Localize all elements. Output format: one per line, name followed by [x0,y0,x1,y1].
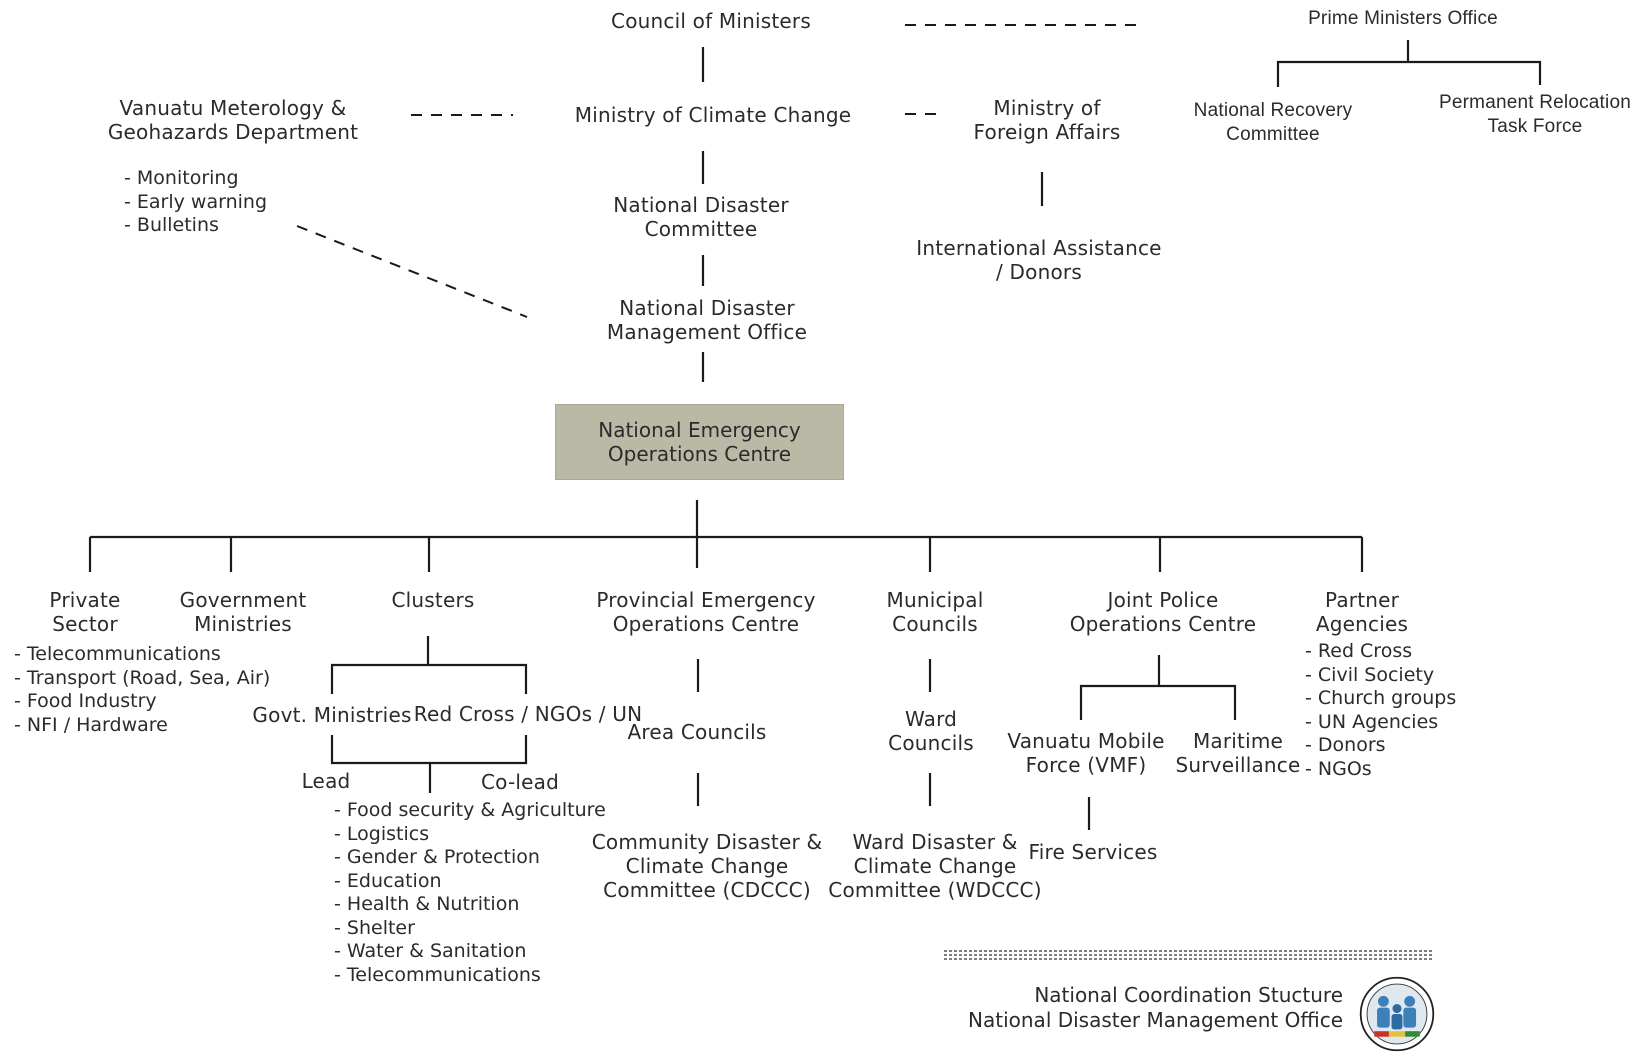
vmgd-functions-list: Monitoring Early warning Bulletins [124,167,267,238]
list-item: NGOs [1305,758,1456,782]
list-item: Gender & Protection [334,846,606,870]
list-item: Food Industry [14,690,270,714]
govt-ministries: Govt. Ministries [252,703,412,727]
red-cross-ngos-un: Red Cross / NGOs / UN [413,702,643,726]
lead: Lead [301,769,351,793]
co-lead: Co-lead [480,770,560,794]
list-item: Monitoring [124,167,267,191]
bracket-pmo [1276,60,1542,87]
prime-ministers-office: Prime Ministers Office [1308,8,1498,29]
private-sector-list: Telecommunications Transport (Road, Sea,… [14,643,270,737]
list-item: Church groups [1305,687,1456,711]
list-item: NFI / Hardware [14,714,270,738]
international-assistance-donors: International Assistance/ Donors [916,236,1162,284]
bracket-clusters-bottom [330,735,528,765]
list-item: Health & Nutrition [334,893,606,917]
area-councils: Area Councils [627,720,767,744]
list-item: Food security & Agriculture [334,799,606,823]
partner-agencies-list: Red Cross Civil Society Church groups UN… [1305,640,1456,781]
list-item: Donors [1305,734,1456,758]
list-item: Transport (Road, Sea, Air) [14,667,270,691]
list-item: UN Agencies [1305,711,1456,735]
footer-caption: National Coordination Stucture National … [968,983,1343,1033]
dashed-vmgd-ndmo [296,225,528,318]
list-item: Shelter [334,917,606,941]
footer-line-2: National Disaster Management Office [968,1008,1343,1032]
council-of-ministers: Council of Ministers [611,9,811,33]
national-emergency-operations-centre: National Emergency Operations Centre [555,404,844,480]
list-item: Red Cross [1305,640,1456,664]
vanuatu-meterology-geohazards: Vanuatu Meterology &Geohazards Departmen… [107,96,359,144]
list-item: Water & Sanitation [334,940,606,964]
list-item: Civil Society [1305,664,1456,688]
fire-services: Fire Services [1028,840,1158,864]
list-item: Bulletins [124,214,267,238]
bracket-jpoc [1079,684,1237,720]
clusters-list: Food security & Agriculture Logistics Ge… [334,799,606,987]
ndmo-logo-icon [1359,976,1435,1052]
list-item: Logistics [334,823,606,847]
footer-line-1: National Coordination Stucture [1034,983,1343,1007]
clusters: Clusters [391,588,475,612]
list-item: Education [334,870,606,894]
bracket-clusters-top [330,663,528,694]
list-item: Early warning [124,191,267,215]
list-item: Telecommunications [14,643,270,667]
list-item: Telecommunications [334,964,606,988]
ministry-of-climate-change: Ministry of Climate Change [574,103,852,127]
